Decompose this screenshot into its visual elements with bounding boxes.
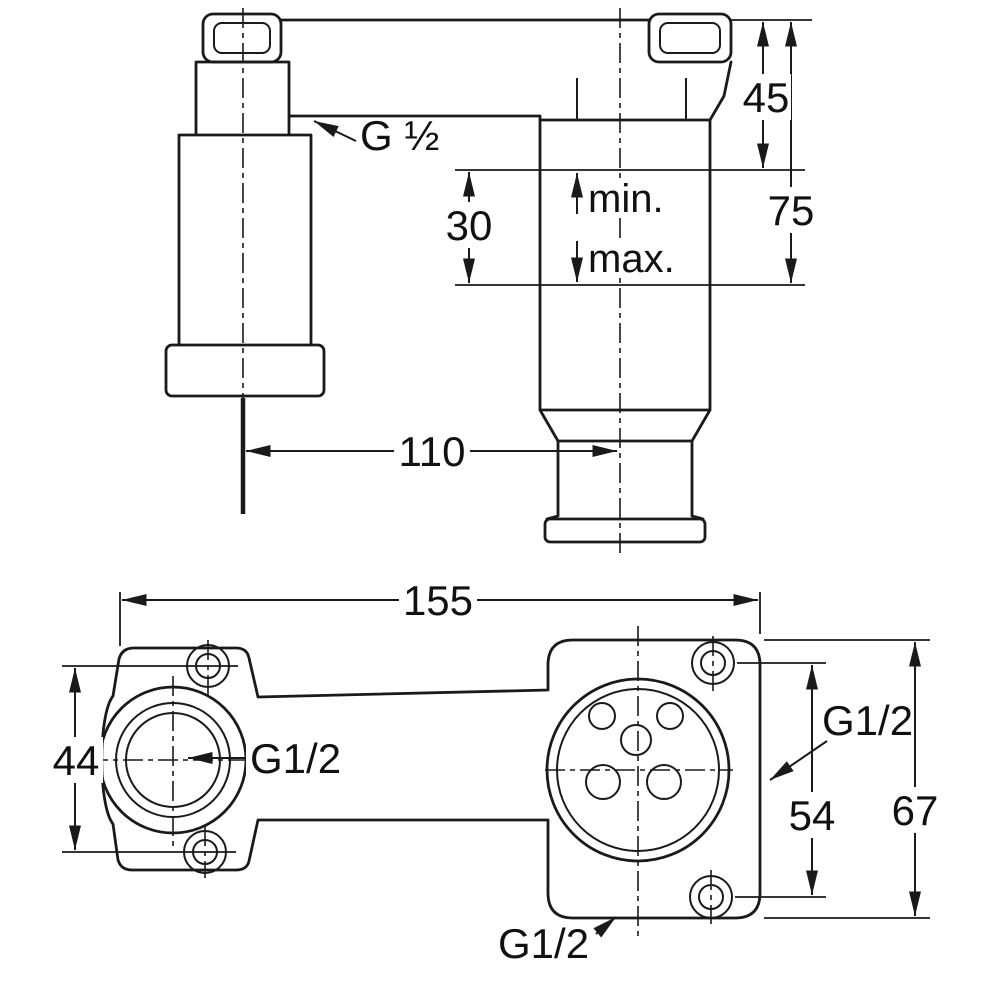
mask-g12-left (246, 738, 334, 780)
dim-45-label: 45 (743, 74, 790, 121)
front-view: 155 44 54 67 G1/2 G1/2 G1/2 (49, 577, 943, 967)
right-cap-inner (659, 22, 721, 54)
right-cap-outer (647, 12, 733, 64)
dim-30-label: 30 (446, 202, 493, 249)
dim-155-label: 155 (403, 577, 473, 624)
mask-67 (888, 787, 943, 833)
g12-right-label: G1/2 (822, 697, 913, 744)
mask-155 (399, 577, 477, 623)
cartridge-hole-center (620, 724, 652, 756)
cartridge-hole-bottom-left (585, 764, 621, 800)
dim-75-label: 75 (768, 187, 815, 234)
front-view-outline-path (100, 638, 762, 920)
side-view-centerlines (242, 8, 621, 556)
min-label: min. (588, 177, 664, 221)
cartridge-hole-top-right (656, 702, 684, 730)
mask-max (583, 238, 685, 278)
g12-bottom-pointer-arrow (593, 916, 617, 938)
cartridge-hole-top-left (588, 702, 616, 730)
g-half-pointer-arrow (313, 120, 357, 142)
side-view-outline-path (177, 18, 733, 521)
g12-right-pointer-arrow (769, 740, 828, 781)
g12-bottom-label: G1/2 (498, 920, 589, 967)
dim-110-label: 110 (399, 428, 466, 475)
left-cap-inner (213, 22, 271, 54)
g-half-label: G ½ (360, 112, 439, 159)
side-view: 45 75 30 110 min. max. G ½ (164, 8, 816, 556)
dim-67-label: 67 (892, 787, 939, 834)
mask-30 (444, 202, 494, 248)
mask-75 (766, 187, 816, 233)
dim-54-label: 54 (789, 792, 836, 839)
mask-min (583, 178, 671, 218)
left-base-collar (164, 343, 326, 398)
cartridge-hole-bottom-right (646, 764, 682, 800)
front-view-centerlines (88, 626, 733, 936)
front-view-extension-lines (62, 592, 930, 919)
joint-detail-lines (576, 78, 687, 120)
mask-44 (49, 737, 103, 783)
g12-left-label: G1/2 (250, 735, 341, 782)
mask-45 (741, 74, 791, 120)
mask-110 (394, 428, 470, 474)
max-label: max. (588, 237, 675, 281)
side-view-extension-lines (455, 19, 812, 286)
dim-44-label: 44 (53, 737, 100, 784)
mask-54 (785, 792, 840, 838)
bottom-flange (543, 517, 707, 544)
